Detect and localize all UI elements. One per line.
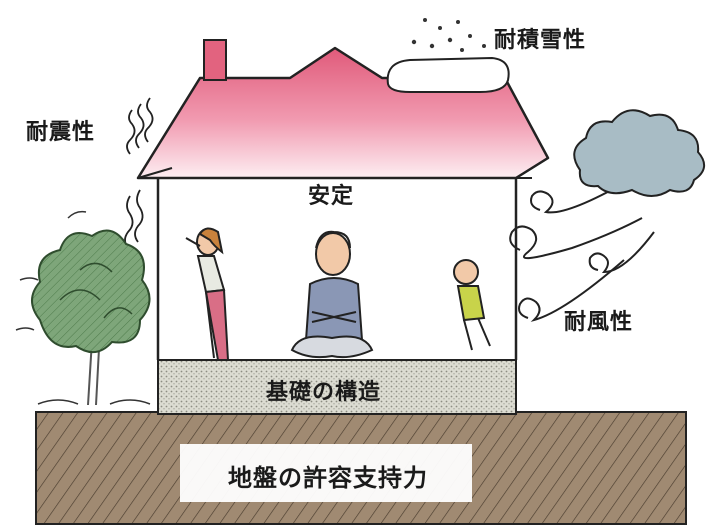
label-ground-bearing-capacity: 地盤の許容支持力 bbox=[228, 464, 428, 492]
label-foundation-structure: 基礎の構造 bbox=[266, 380, 382, 405]
man-figure bbox=[290, 230, 374, 359]
cloud bbox=[573, 109, 705, 197]
snow-pile bbox=[386, 18, 510, 93]
wind-swirls bbox=[509, 181, 655, 322]
woman-figure bbox=[185, 227, 230, 361]
ground bbox=[35, 411, 687, 525]
quake-lines bbox=[124, 97, 154, 249]
label-snow-resistance: 耐積雪性 bbox=[494, 28, 587, 53]
child-figure bbox=[453, 259, 491, 351]
chimney bbox=[203, 39, 227, 81]
foundation bbox=[157, 359, 517, 415]
label-wind-resistance: 耐風性 bbox=[564, 310, 634, 335]
label-stability: 安定 bbox=[308, 184, 355, 209]
tree bbox=[15, 210, 151, 406]
label-earthquake-resistance: 耐震性 bbox=[26, 120, 96, 145]
